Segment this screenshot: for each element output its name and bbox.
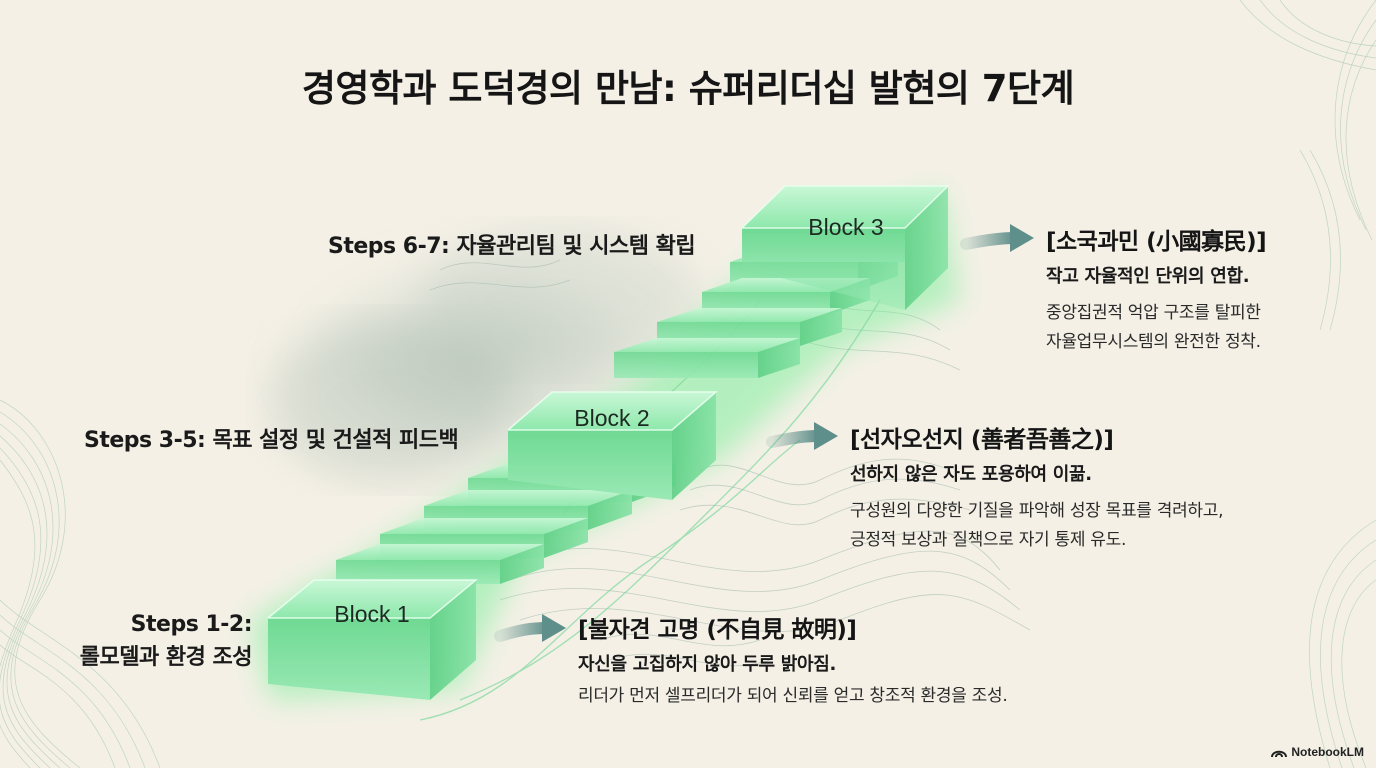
principle-card-2: [선자오선지 (善者吾善之)] 선하지 않은 자도 포용하여 이끎. 구성원의 … <box>850 424 1224 555</box>
step-label-group-2: Steps 3-5: 목표 설정 및 건설적 피드백 <box>84 424 459 457</box>
principle-description: 구성원의 다양한 기질을 파악해 성장 목표를 격려하고, 긍정적 보상과 질책… <box>850 497 1224 555</box>
step-label-group-3: Steps 6-7: 자율관리팀 및 시스템 확립 <box>328 230 696 263</box>
step-label-group-1: Steps 1-2: 롤모델과 환경 조성 <box>79 608 253 674</box>
mesh-decoration-right <box>1239 0 1376 768</box>
principle-heading: [선자오선지 (善者吾善之)] <box>850 427 1114 453</box>
block-label: Block 3 <box>808 214 883 240</box>
notebooklm-watermark: NotebookLM <box>1271 745 1364 759</box>
description-line: 중앙집권적 억압 구조를 탈피한 <box>1046 303 1261 323</box>
arrow-icon <box>960 224 1034 252</box>
description-line: 자율업무시스템의 완전한 정착. <box>1046 332 1261 352</box>
page-title: 경영학과 도덕경의 만남: 슈퍼리더십 발현의 7단계 <box>301 67 1075 110</box>
contour-lines <box>429 259 1031 667</box>
block-2-shape <box>507 391 719 500</box>
principle-summary: 선하지 않은 자도 포용하여 이끎. <box>850 464 1092 485</box>
description-line: 리더가 먼저 셀프리더가 되어 신뢰를 얻고 창조적 환경을 조성. <box>578 686 1008 706</box>
principle-heading: [불자견 고명 (不自見 故明)] <box>578 617 857 643</box>
arrow-icon <box>494 614 566 642</box>
step-label-line: Steps 3-5: 목표 설정 및 건설적 피드백 <box>84 428 459 453</box>
step-label-line: Steps 1-2: <box>130 612 253 637</box>
step-label-line: Steps 6-7: 자율관리팀 및 시스템 확립 <box>328 234 696 259</box>
principle-card-3: [소국과민 (小國寡民)] 작고 자율적인 단위의 연합. 중앙집권적 억압 구… <box>1046 226 1267 357</box>
step-slab <box>614 338 800 378</box>
principle-summary: 작고 자율적인 단위의 연합. <box>1046 266 1250 287</box>
principle-summary: 자신을 고집하지 않아 두루 밝아짐. <box>578 654 837 675</box>
principle-description: 중앙집권적 억압 구조를 탈피한 자율업무시스템의 완전한 정착. <box>1046 299 1266 357</box>
principle-description: 리더가 먼저 셀프리더가 되어 신뢰를 얻고 창조적 환경을 조성. <box>578 682 1008 711</box>
principle-card-1: [불자견 고명 (不自見 故明)] 자신을 고집하지 않아 두루 밝아짐. 리더… <box>578 614 1008 711</box>
step-label-line: 롤모델과 환경 조성 <box>79 645 253 670</box>
step-slab <box>336 544 544 584</box>
block-3-shape <box>741 185 950 310</box>
watermark-text: NotebookLM <box>1291 745 1364 759</box>
mesh-decoration-left <box>0 399 161 768</box>
block-label: Block 2 <box>574 405 649 431</box>
arrow-icon <box>766 422 838 450</box>
description-line: 구성원의 다양한 기질을 파악해 성장 목표를 격려하고, <box>850 501 1224 521</box>
block-label: Block 1 <box>334 601 409 627</box>
notebooklm-logo-icon <box>1271 750 1288 758</box>
block-1-shape <box>267 579 479 700</box>
description-line: 긍정적 보상과 질책으로 자기 통제 유도. <box>850 530 1127 550</box>
principle-heading: [소국과민 (小國寡民)] <box>1046 229 1267 255</box>
